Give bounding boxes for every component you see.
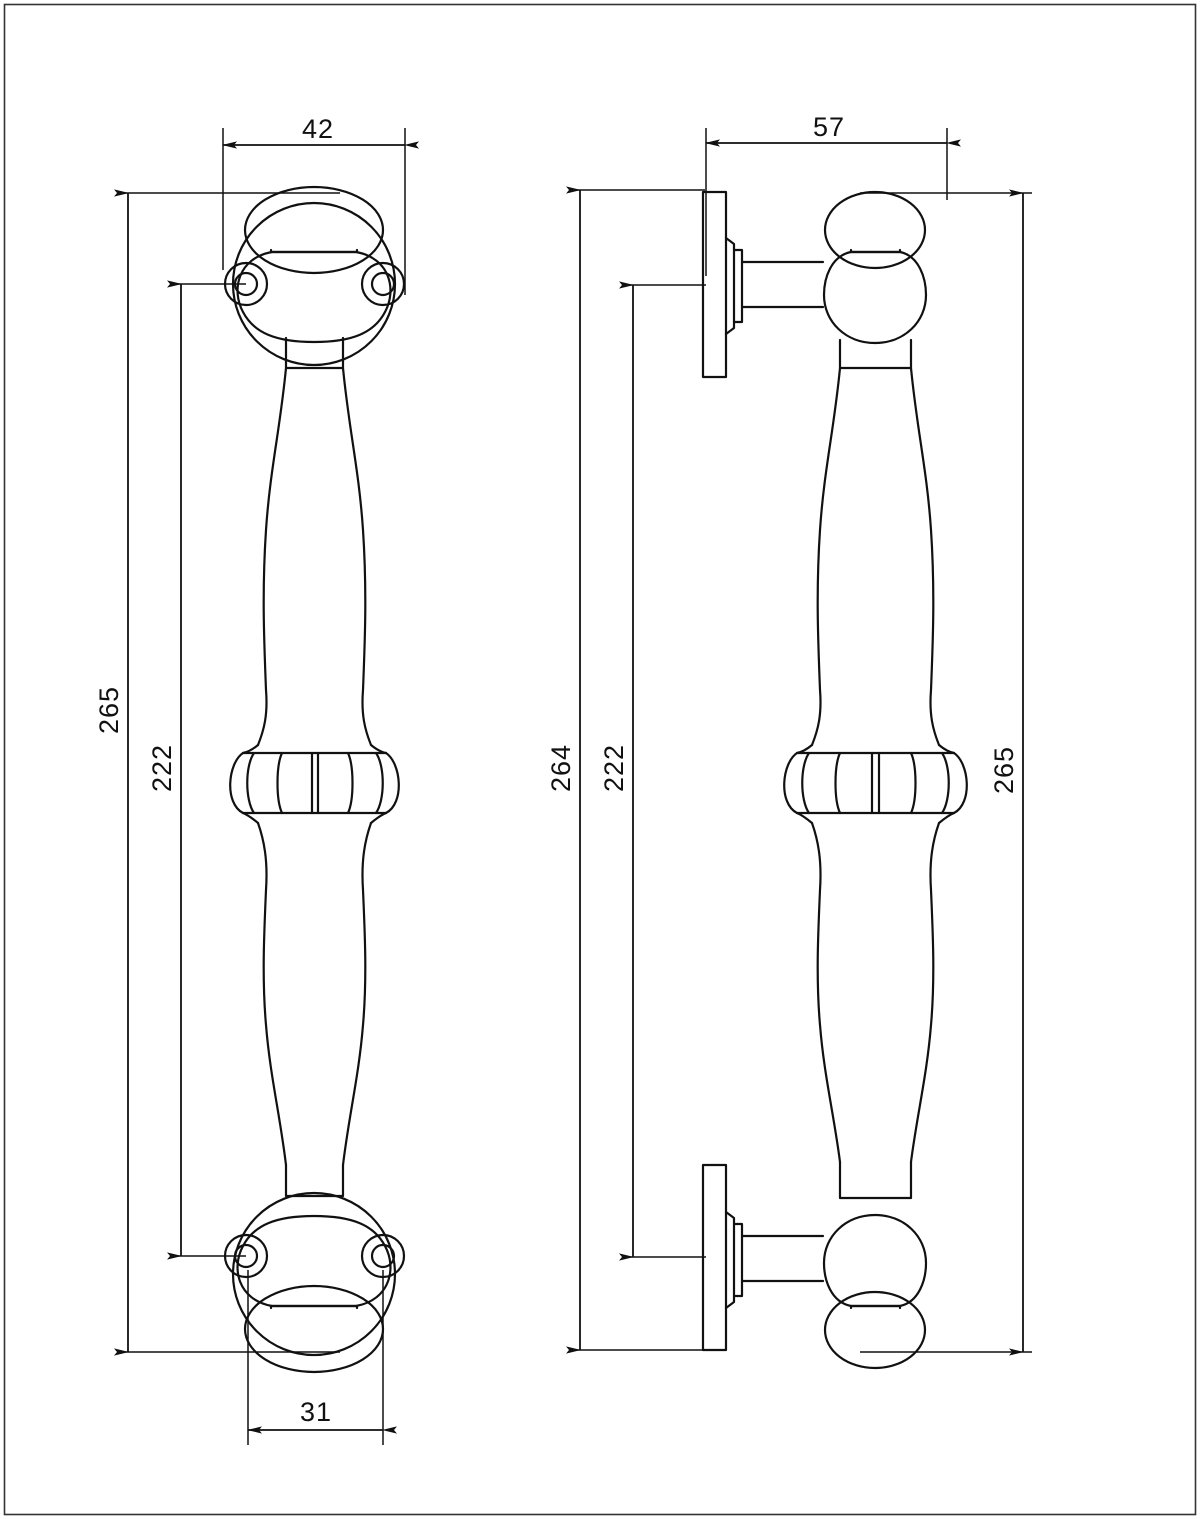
- front-bottom-stem-block: [284, 1163, 345, 1198]
- dim-label-front-width-top: 42: [302, 114, 334, 144]
- dim-label-front-width-bottom: 31: [300, 1397, 332, 1427]
- dim-label-front-fixing-centres: 222: [147, 744, 177, 792]
- front-collar-right-cap: [384, 751, 400, 815]
- side-top-backplate: [701, 190, 728, 379]
- side-collar-flute-2: [834, 751, 842, 815]
- side-bottom-boss: [724, 1210, 736, 1310]
- side-top-neck-block: [838, 338, 913, 370]
- front-collar-flute-2: [276, 751, 284, 815]
- front-shaft-upper-right: [341, 366, 373, 747]
- front-collar-flute-1: [246, 751, 256, 815]
- front-collar-left-cap: [229, 751, 245, 815]
- side-collar-flute-5: [909, 751, 917, 815]
- dim-label-side-fixing-centres: 222: [599, 744, 629, 792]
- side-lower-flare-left: [795, 811, 814, 825]
- side-top-boss: [724, 236, 736, 336]
- dim-label-side-handle-height: 265: [989, 746, 1019, 794]
- side-view: [701, 190, 968, 1370]
- side-top-ball: [822, 250, 928, 345]
- side-top-boss-collar: [732, 248, 744, 324]
- side-bottom-neck-block: [838, 1160, 913, 1200]
- side-bottom-backplate: [701, 1163, 728, 1352]
- front-view: [223, 185, 406, 1374]
- side-collar-right-cap: [952, 751, 968, 815]
- side-bottom-knob-cap: [823, 1290, 927, 1370]
- side-view-dimensions: [566, 128, 1032, 1356]
- side-centre-collar: [783, 751, 968, 815]
- side-lower-flare-right: [937, 811, 956, 825]
- side-shaft-upper-left: [810, 366, 842, 747]
- front-shaft-lower-right: [341, 821, 373, 1167]
- side-collar-flute-6: [940, 751, 950, 815]
- front-collar-flute-5: [346, 751, 354, 815]
- side-shaft-upper-right: [909, 366, 941, 747]
- front-bottom-cap-band: [269, 1304, 359, 1310]
- side-bottom-boss-collar: [732, 1222, 744, 1298]
- front-top-screw-outer-right: [360, 261, 406, 307]
- side-top-knob-cap: [823, 190, 927, 270]
- front-centre-collar: [229, 751, 400, 815]
- side-bottom-ball: [822, 1213, 928, 1308]
- side-collar-left-cap: [783, 751, 799, 815]
- dim-label-side-projection: 57: [813, 112, 845, 142]
- front-top-knob-cap: [243, 185, 385, 275]
- front-view-dimensions: [114, 128, 419, 1445]
- dim-label-front-overall-height: 265: [94, 686, 124, 734]
- front-top-stem-block: [284, 336, 345, 370]
- dim-label-side-overall-height: 264: [546, 744, 576, 792]
- side-bottom-cap-band: [849, 1304, 902, 1310]
- front-top-screw-inner-right: [370, 271, 396, 297]
- front-bottom-ball: [236, 1214, 392, 1308]
- side-shaft-lower-right: [909, 821, 941, 1164]
- front-lower-flare-left: [241, 811, 260, 825]
- side-shaft-lower-left: [810, 821, 842, 1164]
- side-collar-flute-1: [801, 751, 811, 815]
- front-shaft-upper-left: [256, 366, 288, 747]
- front-bottom-screw-inner-right: [370, 1243, 396, 1269]
- sheet-border: [3, 3, 1197, 1516]
- front-lower-flare-right: [369, 811, 388, 825]
- front-collar-flute-6: [374, 751, 384, 815]
- front-shaft-lower-left: [256, 821, 288, 1167]
